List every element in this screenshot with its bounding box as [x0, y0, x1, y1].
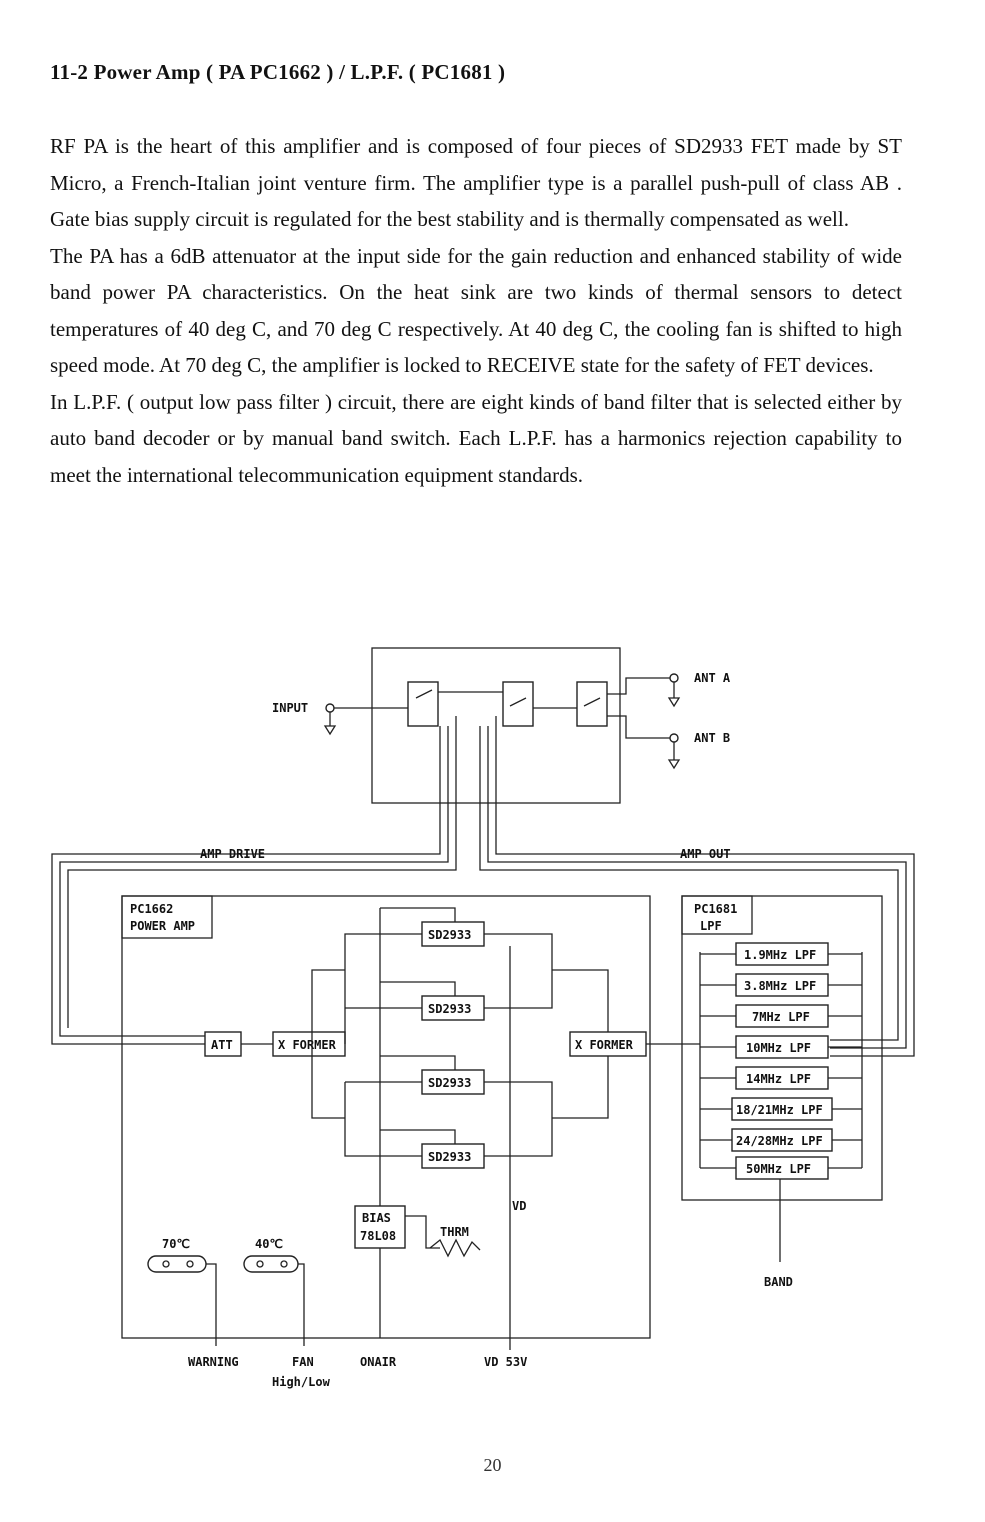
- pa-title-line-2: POWER AMP: [130, 919, 195, 933]
- amp-drive-label: AMP DRIVE: [200, 847, 265, 861]
- fet-2-label: SD2933: [428, 1002, 471, 1016]
- relay-1: [407, 681, 439, 727]
- block-diagram: INPUT ANT A ANT B AMP DRIVE AMP OUT PC16…: [51, 647, 915, 1389]
- svg-text:24/28MHz LPF: 24/28MHz LPF: [736, 1134, 823, 1148]
- lpf-filter-2: 3.8MHz LPF: [700, 973, 862, 997]
- onair-label: ONAIR: [360, 1355, 397, 1369]
- fan-label: FAN: [292, 1355, 314, 1369]
- svg-text:7MHz LPF: 7MHz LPF: [752, 1010, 810, 1024]
- paragraph-2: The PA has a 6dB attenuator at the input…: [50, 243, 902, 378]
- amp-out-coax: [479, 716, 915, 1057]
- relay-2: [502, 681, 534, 727]
- fet-2: SD2933: [421, 995, 485, 1021]
- page-number: 20: [483, 1455, 502, 1475]
- lpf-filter-6: 18/21MHz LPF: [700, 1097, 862, 1121]
- fan-mode-label: High/Low: [272, 1375, 331, 1389]
- sensor-40-label: 40℃: [255, 1237, 283, 1251]
- power-amp-box: [121, 895, 651, 1339]
- pa-title-line-1: PC1662: [130, 902, 173, 916]
- lpf-filter-1: 1.9MHz LPF: [700, 942, 862, 966]
- ant-a-connector: [669, 673, 679, 683]
- amp-out-label: AMP OUT: [680, 847, 731, 861]
- sensor-70-label: 70℃: [162, 1237, 190, 1251]
- bias-line-1: BIAS: [362, 1211, 391, 1225]
- lpf-filter-4: 10MHz LPF: [700, 1035, 862, 1059]
- lpf-title-line-2: LPF: [700, 919, 722, 933]
- svg-text:18/21MHz LPF: 18/21MHz LPF: [736, 1103, 823, 1117]
- section-heading: 11-2 Power Amp ( PA PC1662 ) / L.P.F. ( …: [50, 60, 506, 84]
- band-label: BAND: [764, 1275, 793, 1289]
- fet-1-label: SD2933: [428, 928, 471, 942]
- xformer-in-label: X FORMER: [278, 1038, 337, 1052]
- svg-text:3.8MHz LPF: 3.8MHz LPF: [744, 979, 816, 993]
- svg-text:14MHz LPF: 14MHz LPF: [746, 1072, 811, 1086]
- input-label: INPUT: [272, 701, 308, 715]
- bias-regulator: [354, 1205, 406, 1249]
- fet-4-label: SD2933: [428, 1150, 471, 1164]
- lpf-filter-8: 50MHz LPF: [699, 1154, 863, 1180]
- fet-3: SD2933: [421, 1069, 485, 1095]
- bias-line-2: 78L08: [360, 1229, 396, 1243]
- ant-b-label: ANT B: [694, 731, 730, 745]
- paragraph-3: In L.P.F. ( output low pass filter ) cir…: [50, 389, 902, 487]
- fet-4: SD2933: [421, 1143, 485, 1169]
- warning-label: WARNING: [188, 1355, 239, 1369]
- svg-text:50MHz LPF: 50MHz LPF: [746, 1162, 811, 1176]
- input-connector: [325, 703, 335, 713]
- vd53-label: VD 53V: [484, 1355, 527, 1369]
- amp-drive-coax: [51, 716, 457, 1045]
- lpf-title-line-1: PC1681: [694, 902, 737, 916]
- body-text: RF PA is the heart of this amplifier and…: [50, 128, 902, 493]
- svg-text:1.9MHz LPF: 1.9MHz LPF: [744, 948, 816, 962]
- ant-a-label: ANT A: [694, 671, 731, 685]
- lpf-filter-7: 24/28MHz LPF: [700, 1128, 862, 1152]
- lpf-filter-5: 14MHz LPF: [700, 1066, 862, 1090]
- ant-b-connector: [669, 733, 679, 743]
- thermistor-symbol: [429, 1238, 481, 1258]
- att-label: ATT: [211, 1038, 233, 1052]
- svg-text:10MHz LPF: 10MHz LPF: [746, 1041, 811, 1055]
- lpf-box: [681, 895, 883, 1201]
- paragraph-1: RF PA is the heart of this amplifier and…: [50, 134, 902, 231]
- relay-3: [576, 681, 608, 727]
- xformer-out-label: X FORMER: [575, 1038, 634, 1052]
- thermistor-label: THRM: [440, 1225, 469, 1239]
- fet-3-label: SD2933: [428, 1076, 471, 1090]
- sensor-40-switch: [243, 1255, 299, 1273]
- fet-1: SD2933: [421, 921, 485, 947]
- sensor-70-switch: [147, 1255, 207, 1273]
- lpf-filter-3: 7MHz LPF: [700, 1004, 862, 1028]
- vd-label: VD: [512, 1199, 526, 1213]
